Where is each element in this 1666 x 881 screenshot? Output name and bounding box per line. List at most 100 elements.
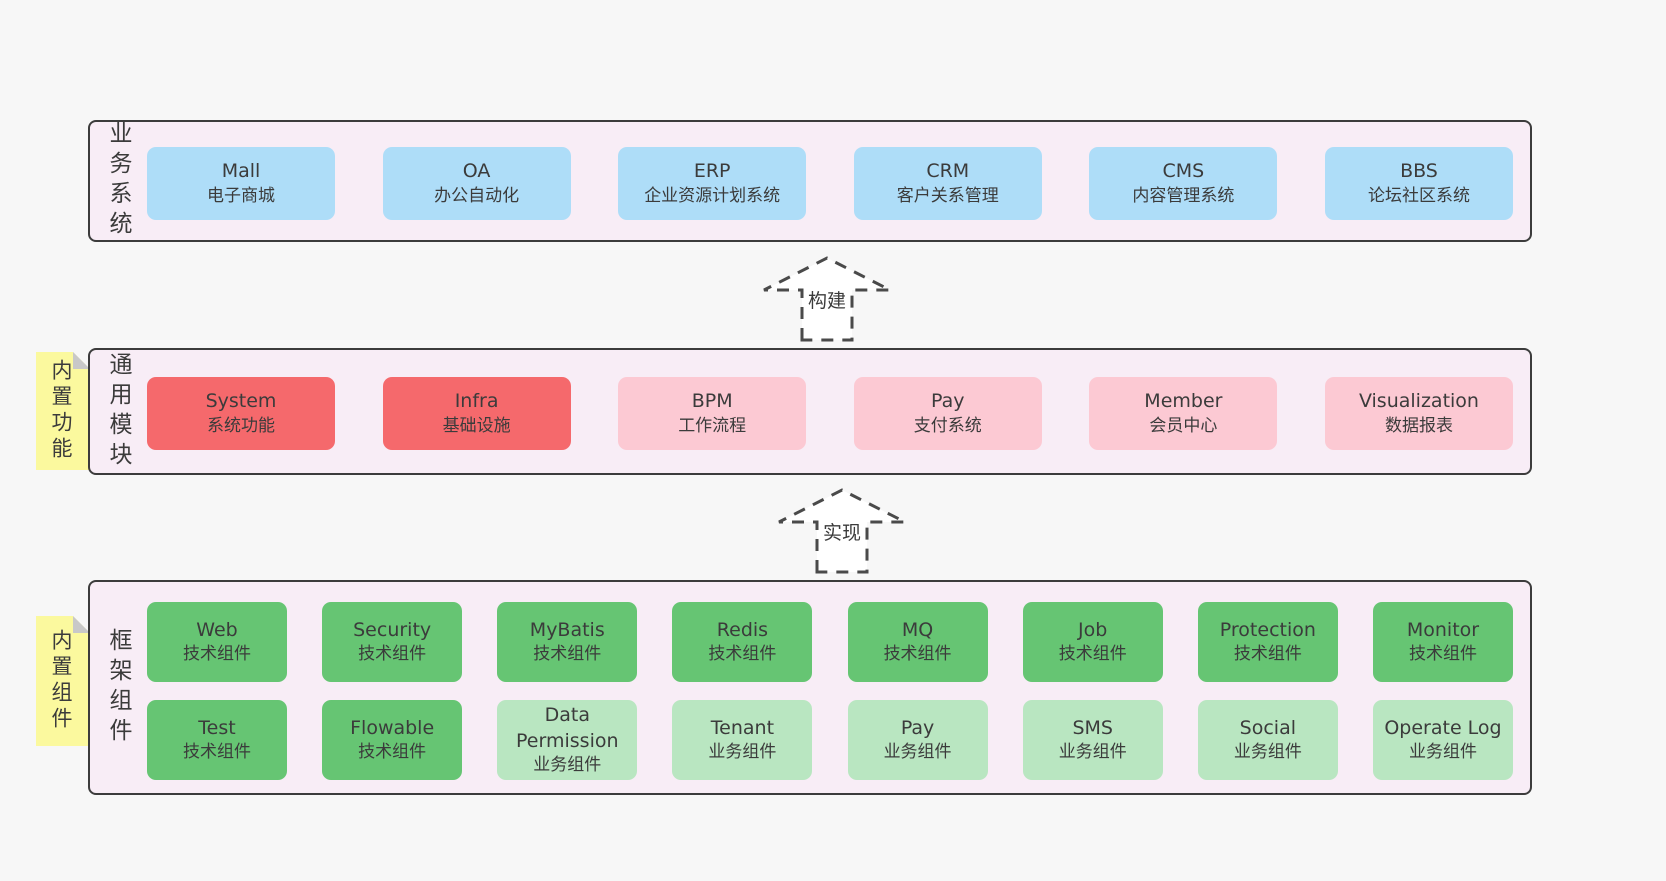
box-subtitle: 技术组件: [1233, 644, 1302, 665]
box-job: Job 技术组件: [1022, 602, 1163, 682]
box-title: Infra: [454, 390, 499, 413]
box-cms: CMS 内容管理系统: [1089, 147, 1278, 220]
box-subtitle: 技术组件: [883, 644, 952, 665]
box-subtitle: 论坛社区系统: [1367, 185, 1470, 206]
box-subtitle: 内容管理系统: [1132, 185, 1235, 206]
build-arrow-label: 构建: [805, 290, 849, 313]
box-subtitle: 工作流程: [678, 415, 747, 436]
box-flowable: Flowable 技术组件: [322, 700, 463, 780]
sticky-label: 内置组件: [48, 629, 73, 733]
box-subtitle: 电子商城: [207, 185, 275, 206]
box-title: Protection: [1219, 618, 1316, 641]
box-subtitle: 业务组件: [1408, 742, 1477, 763]
box-oa: OA 办公自动化: [382, 147, 571, 220]
box-subtitle: 技术组件: [183, 644, 251, 665]
box-title: SMS: [1072, 716, 1113, 739]
box-subtitle: 会员中心: [1149, 415, 1218, 436]
box-title: Member: [1144, 390, 1223, 413]
box-subtitle: 技术组件: [1058, 644, 1127, 665]
box-subtitle: 技术组件: [358, 644, 427, 665]
box-title: Mall: [221, 160, 261, 183]
box-subtitle: 技术组件: [1408, 644, 1477, 665]
box-erp: ERP 企业资源计划系统: [618, 147, 807, 220]
box-pay-module: Pay 支付系统: [853, 377, 1042, 450]
box-crm: CRM 客户关系管理: [853, 147, 1042, 220]
box-security: Security 技术组件: [322, 602, 463, 682]
box-title: Web: [196, 618, 238, 641]
band-framework-components: 框架组件 Web 技术组件 Security 技术组件 MyBatis 技术组件…: [88, 580, 1532, 795]
box-operate-log: Operate Log 业务组件: [1372, 700, 1513, 780]
box-pay-component: Pay 业务组件: [847, 700, 988, 780]
box-member: Member 会员中心: [1089, 377, 1278, 450]
box-title: BBS: [1400, 160, 1438, 183]
box-subtitle: 支付系统: [913, 415, 982, 436]
box-subtitle: 技术组件: [533, 644, 602, 665]
box-title: CRM: [926, 160, 970, 183]
box-visualization: Visualization 数据报表: [1324, 377, 1513, 450]
sticky-label: 内置功能: [48, 359, 73, 463]
box-web: Web 技术组件: [147, 602, 287, 682]
box-subtitle: 系统功能: [207, 415, 275, 436]
components-row-2: Test 技术组件 Flowable 技术组件 Data Permission …: [147, 700, 1513, 780]
implement-arrow: 实现: [767, 484, 917, 576]
box-social: Social 业务组件: [1197, 700, 1338, 780]
box-data-permission: Data Permission 业务组件: [497, 700, 638, 780]
box-sms: SMS 业务组件: [1022, 700, 1163, 780]
band-label-components: 框架组件: [105, 627, 131, 748]
box-mall: Mall 电子商城: [147, 147, 335, 220]
box-title: BPM: [691, 390, 733, 413]
box-title: Visualization: [1358, 390, 1479, 413]
box-title: ERP: [693, 160, 731, 183]
box-title: Flowable: [350, 716, 435, 739]
box-bpm: BPM 工作流程: [618, 377, 807, 450]
box-title: System: [205, 390, 277, 413]
box-protection: Protection 技术组件: [1197, 602, 1338, 682]
business-box-row: Mall 电子商城 OA 办公自动化 ERP 企业资源计划系统 CRM 客户关系…: [147, 147, 1513, 220]
modules-box-row: System 系统功能 Infra 基础设施 BPM 工作流程 Pay 支付系统…: [147, 377, 1513, 450]
box-bbs: BBS 论坛社区系统: [1324, 147, 1513, 220]
box-mq: MQ 技术组件: [847, 602, 988, 682]
box-subtitle: 技术组件: [708, 644, 777, 665]
box-redis: Redis 技术组件: [672, 602, 813, 682]
box-subtitle: 业务组件: [708, 742, 777, 763]
box-system: System 系统功能: [147, 377, 335, 450]
box-subtitle: 业务组件: [1233, 742, 1302, 763]
box-monitor: Monitor 技术组件: [1372, 602, 1513, 682]
build-arrow: 构建: [752, 252, 902, 344]
box-subtitle: 客户关系管理: [896, 185, 999, 206]
band-common-modules: 通用模块 System 系统功能 Infra 基础设施 BPM 工作流程 Pay…: [88, 348, 1532, 475]
box-title: OA: [462, 160, 491, 183]
box-subtitle: 业务组件: [533, 755, 602, 776]
box-title: Job: [1078, 618, 1108, 641]
components-row-1: Web 技术组件 Security 技术组件 MyBatis 技术组件 Redi…: [147, 602, 1513, 682]
box-subtitle: 业务组件: [1058, 742, 1127, 763]
box-subtitle: 基础设施: [442, 415, 511, 436]
box-tenant: Tenant 业务组件: [672, 700, 813, 780]
box-title: Pay: [931, 390, 965, 413]
band-business-systems: 业务系统 Mall 电子商城 OA 办公自动化 ERP 企业资源计划系统 CRM…: [88, 120, 1532, 242]
box-subtitle: 业务组件: [883, 742, 952, 763]
box-title: Social: [1239, 716, 1297, 739]
box-title: Monitor: [1406, 618, 1480, 641]
box-title: MQ: [901, 618, 934, 641]
box-test: Test 技术组件: [147, 700, 287, 780]
box-mybatis: MyBatis 技术组件: [497, 602, 638, 682]
sticky-note-builtin-features: 内置功能: [36, 352, 90, 470]
box-title: Tenant: [710, 716, 775, 739]
box-title: Security: [353, 618, 432, 641]
box-title: Operate Log: [1384, 716, 1502, 739]
box-infra: Infra 基础设施: [382, 377, 571, 450]
box-subtitle: 数据报表: [1384, 415, 1453, 436]
box-title: Redis: [716, 618, 769, 641]
box-subtitle: 办公自动化: [434, 185, 520, 206]
box-title: MyBatis: [529, 618, 605, 641]
sticky-note-builtin-components: 内置组件: [36, 616, 90, 746]
implement-arrow-label: 实现: [820, 522, 864, 545]
box-subtitle: 企业资源计划系统: [644, 185, 781, 206]
box-subtitle: 技术组件: [358, 742, 427, 763]
band-label-business: 业务系统: [105, 121, 131, 241]
band-label-modules: 通用模块: [105, 351, 131, 472]
box-title: Test: [198, 716, 236, 739]
box-subtitle: 技术组件: [183, 742, 251, 763]
